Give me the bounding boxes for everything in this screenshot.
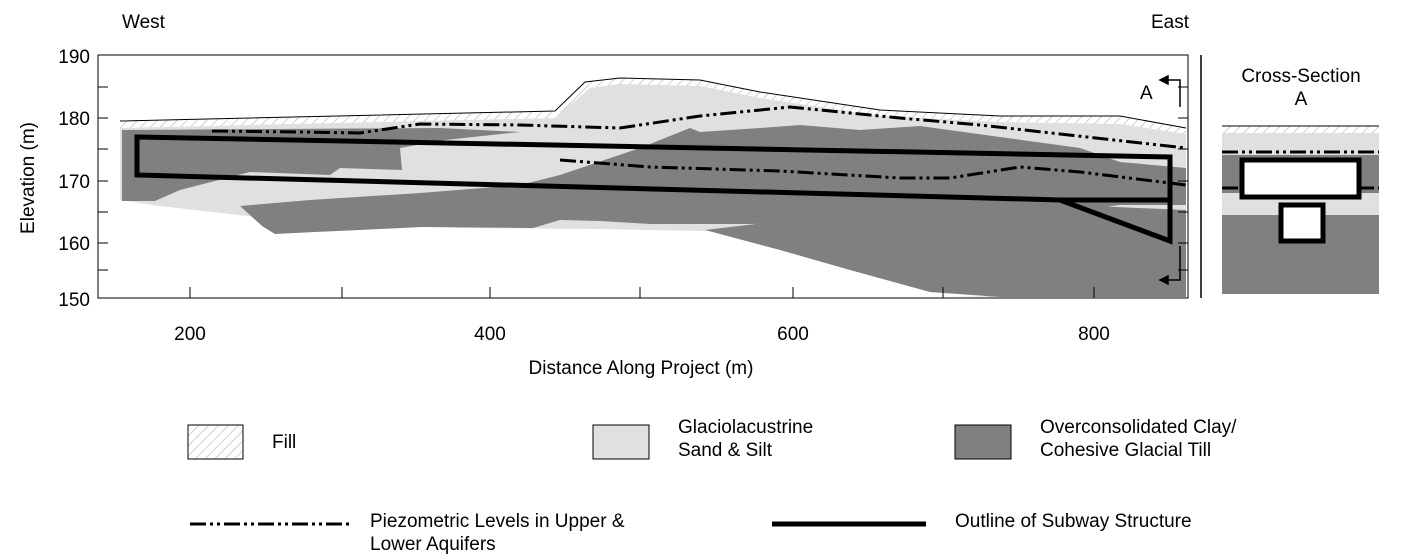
x-ticks bbox=[189, 287, 1095, 298]
legend-clay-swatch bbox=[954, 424, 1012, 460]
fill-layer bbox=[120, 78, 1186, 134]
x-tick-600: 600 bbox=[777, 324, 809, 345]
legend-clay-label-1: Overconsolidated Clay/ bbox=[1040, 417, 1237, 438]
cs-glacio-upper bbox=[1222, 133, 1379, 155]
east-label: East bbox=[1151, 12, 1190, 33]
y-tick-190: 190 bbox=[58, 47, 90, 68]
cs-subway-upper-box bbox=[1239, 157, 1362, 200]
legend-piezo-label-2: Lower Aquifers bbox=[370, 534, 496, 555]
cs-subway-lower-box bbox=[1278, 202, 1326, 244]
y-tick-160: 160 bbox=[58, 234, 90, 255]
profile-section bbox=[119, 77, 1187, 297]
clay-lower-right bbox=[705, 205, 1186, 297]
y-tick-180: 180 bbox=[58, 109, 90, 130]
y-axis-label: Elevation (m) bbox=[18, 122, 39, 234]
legend-glacio-swatch bbox=[592, 424, 650, 460]
legend-fill-swatch bbox=[187, 424, 244, 460]
legend: Fill Glaciolacustrine Sand & Silt Overco… bbox=[187, 417, 1237, 555]
x-axis-label: Distance Along Project (m) bbox=[529, 358, 754, 379]
subway-outline bbox=[134, 134, 1173, 245]
cs-fill-layer bbox=[1222, 126, 1379, 133]
profile-frame bbox=[97, 54, 1189, 299]
piezometric-level-lower bbox=[559, 158, 1187, 187]
west-label: West bbox=[122, 12, 166, 33]
section-marker-label: A bbox=[1140, 83, 1153, 104]
cross-section-panel: Cross-Section A bbox=[1222, 66, 1379, 294]
clay-upper-left bbox=[122, 128, 520, 201]
legend-glacio-label-1: Glaciolacustrine bbox=[678, 417, 813, 438]
cross-section-subtitle: A bbox=[1295, 89, 1308, 110]
legend-subway-label: Outline of Subway Structure bbox=[955, 511, 1192, 532]
y-tick-170: 170 bbox=[58, 172, 90, 193]
x-tick-800: 800 bbox=[1078, 324, 1110, 345]
legend-clay-label-2: Cohesive Glacial Till bbox=[1040, 440, 1211, 461]
x-tick-200: 200 bbox=[174, 324, 206, 345]
legend-glacio-label-2: Sand & Silt bbox=[678, 440, 773, 461]
section-marker-arrows bbox=[1158, 74, 1181, 286]
y-tick-150: 150 bbox=[58, 290, 90, 311]
ground-surface-line bbox=[119, 77, 1187, 129]
piezometric-level-upper bbox=[211, 105, 1187, 150]
legend-fill-label: Fill bbox=[272, 432, 296, 453]
cross-section-title: Cross-Section bbox=[1241, 66, 1360, 87]
legend-piezo-label-1: Piezometric Levels in Upper & bbox=[370, 511, 625, 532]
x-tick-400: 400 bbox=[474, 324, 506, 345]
